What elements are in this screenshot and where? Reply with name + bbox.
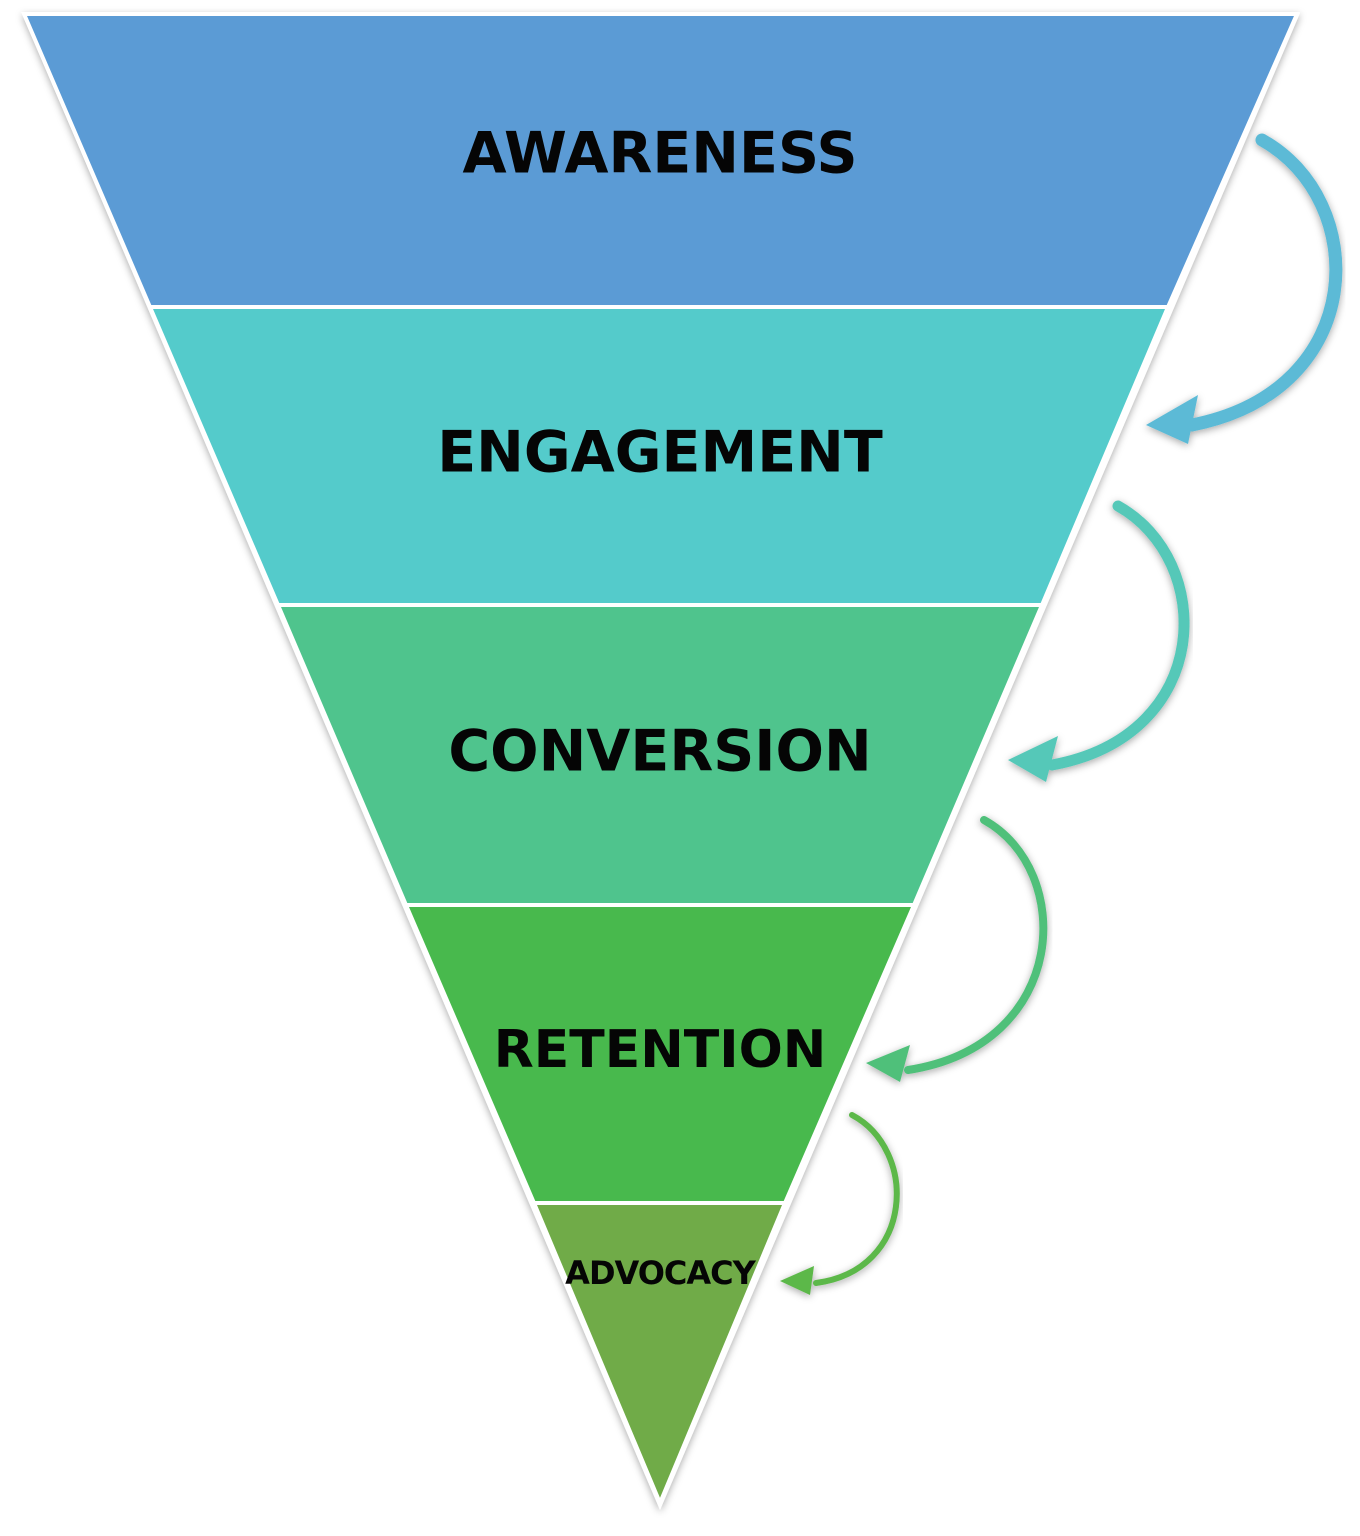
arrow-engagement-to-conversion — [1008, 500, 1190, 782]
stage-retention-label: RETENTION — [494, 1020, 827, 1080]
arrow-retention-to-advocacy — [780, 1112, 900, 1295]
stage-awareness-label: AWARENESS — [463, 121, 858, 187]
stage-advocacy-band — [530, 1201, 788, 1509]
arrow-awareness-to-engagement — [1146, 133, 1343, 444]
stage-engagement-label: ENGAGEMENT — [437, 420, 883, 486]
arrow-conversion-to-retention — [866, 816, 1048, 1082]
stage-advocacy-label: ADVOCACY — [565, 1254, 756, 1292]
stage-conversion-label: CONVERSION — [448, 719, 871, 785]
